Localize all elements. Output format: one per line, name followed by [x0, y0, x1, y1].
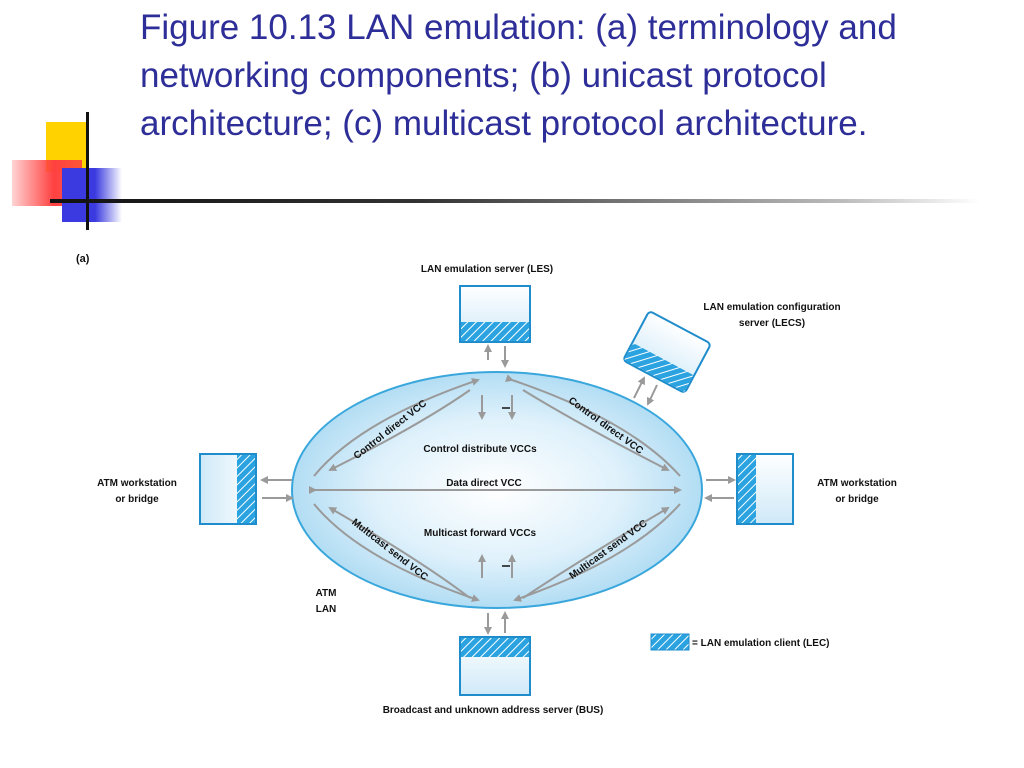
multicast-forward-label: Multicast forward VCCs — [424, 528, 537, 539]
les-server-box — [459, 285, 531, 343]
right-workstation-box — [736, 453, 794, 525]
atm-lan-label-line1: ATM — [316, 588, 337, 599]
slide-title: Figure 10.13 LAN emulation: (a) terminol… — [140, 8, 897, 143]
decor-blue-square — [62, 168, 122, 222]
left-station-label-line1: ATM workstation — [97, 478, 177, 489]
legend-lec-swatch — [650, 633, 690, 651]
title-underline — [50, 199, 980, 203]
lecs-label-line2: server (LECS) — [739, 318, 805, 329]
right-station-label-line2: or bridge — [835, 494, 879, 505]
left-lec-hatch — [237, 455, 255, 523]
lecs-lec-hatch — [624, 343, 694, 392]
bus-lec-hatch — [461, 638, 529, 657]
left-workstation-box — [199, 453, 257, 525]
legend-lec-label: = LAN emulation client (LEC) — [692, 638, 830, 649]
decor-vertical-line — [86, 112, 89, 230]
lecs-server-box — [623, 311, 711, 393]
right-lec-hatch — [738, 455, 756, 523]
les-label: LAN emulation server (LES) — [421, 264, 553, 275]
control-distribute-label: Control distribute VCCs — [423, 444, 537, 455]
atm-lan-label-line2: LAN — [316, 604, 337, 615]
panel-label: (a) — [76, 253, 90, 265]
right-station-label-line1: ATM workstation — [817, 478, 897, 489]
bus-label: Broadcast and unknown address server (BU… — [383, 705, 604, 716]
data-direct-label: Data direct VCC — [446, 478, 522, 489]
lecs-label-line1: LAN emulation configuration — [703, 302, 840, 313]
connection-arrows — [260, 344, 736, 635]
les-lec-hatch — [461, 322, 529, 341]
bus-server-box — [459, 636, 531, 696]
left-station-label-line2: or bridge — [115, 494, 159, 505]
